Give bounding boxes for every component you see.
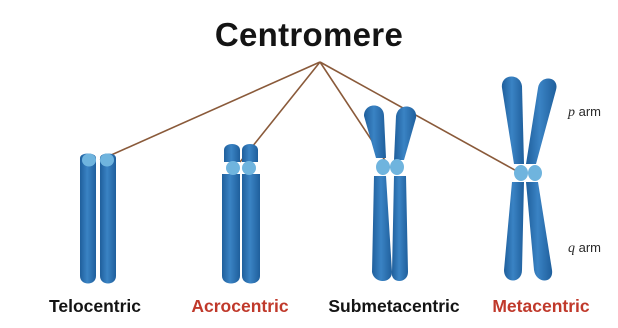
label-telocentric: Telocentric bbox=[30, 296, 160, 317]
label-submetacentric: Submetacentric bbox=[314, 296, 474, 317]
centromere-metacentric bbox=[514, 165, 528, 181]
connector-line-metacentric bbox=[320, 62, 522, 174]
chromosome-metacentric bbox=[502, 76, 557, 280]
p-arm-label: p arm bbox=[568, 104, 601, 121]
centromere-acrocentric bbox=[226, 161, 240, 175]
connector-lines bbox=[100, 62, 522, 174]
q-arm-label: q arm bbox=[568, 240, 601, 257]
label-acrocentric: Acrocentric bbox=[180, 296, 300, 317]
connector-line-telocentric bbox=[100, 62, 320, 160]
centromere-submetacentric bbox=[376, 159, 390, 175]
chromosome-acrocentric bbox=[222, 144, 260, 284]
chromosome-submetacentric bbox=[364, 106, 416, 282]
label-metacentric: Metacentric bbox=[474, 296, 608, 317]
centromere-telocentric bbox=[82, 154, 96, 167]
chromosome-telocentric bbox=[80, 154, 116, 284]
